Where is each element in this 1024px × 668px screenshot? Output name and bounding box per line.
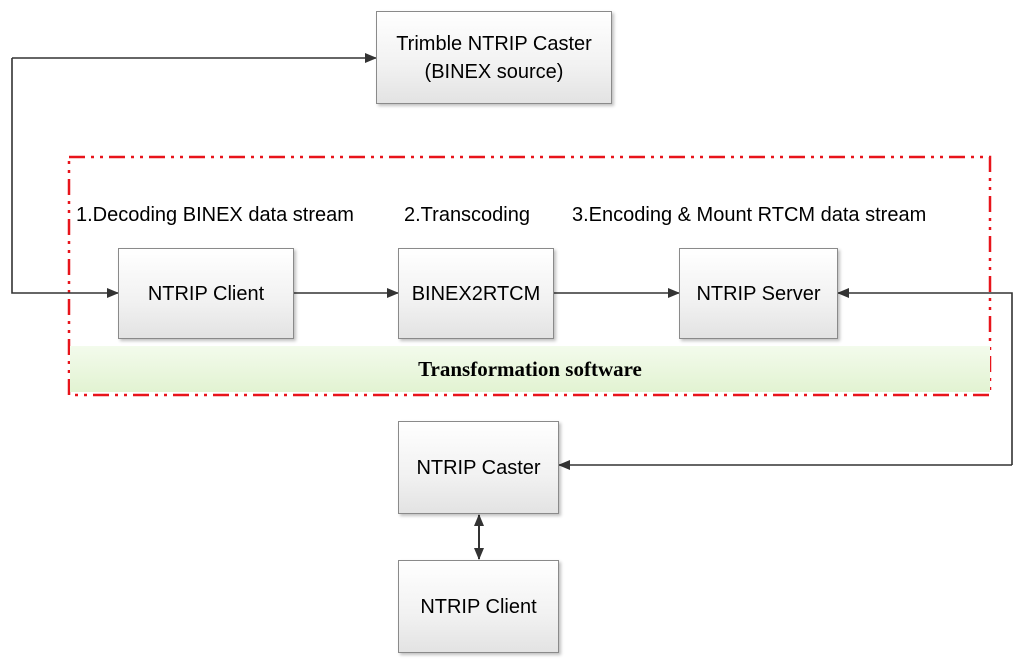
- ntrip-client-label: NTRIP Client: [147, 282, 265, 305]
- trimble-caster-title: Trimble NTRIP Caster: [396, 32, 592, 55]
- banner-label: Transformation software: [418, 356, 642, 381]
- trimble-ntrip-caster-box[interactable]: Trimble NTRIP Caster (BINEX source): [376, 11, 612, 104]
- transformation-software-banner: Transformation software: [70, 346, 990, 392]
- trimble-caster-subtitle: (BINEX source): [424, 60, 564, 83]
- ntrip-client-bottom-label: NTRIP Client: [420, 595, 537, 618]
- ntrip-client-bottom-box[interactable]: NTRIP Client: [398, 560, 559, 653]
- ntrip-caster-box[interactable]: NTRIP Caster: [398, 421, 559, 514]
- binex2rtcm-label: BINEX2RTCM: [411, 282, 541, 305]
- binex2rtcm-box[interactable]: BINEX2RTCM: [398, 248, 554, 339]
- step-1-label: 1.Decoding BINEX data stream: [76, 204, 354, 226]
- ntrip-caster-label: NTRIP Caster: [416, 456, 541, 479]
- arrow-caster-to-server: [837, 288, 1013, 465]
- step-3-label: 3.Encoding & Mount RTCM data stream: [572, 204, 927, 226]
- arrow-caster-to-client: [11, 58, 119, 298]
- ntrip-server-box[interactable]: NTRIP Server: [679, 248, 838, 339]
- ntrip-server-label: NTRIP Server: [696, 282, 821, 305]
- transformation-boundary: [67, 155, 992, 397]
- step-2-label: 2.Transcoding: [404, 204, 530, 226]
- ntrip-client-box[interactable]: NTRIP Client: [118, 248, 294, 339]
